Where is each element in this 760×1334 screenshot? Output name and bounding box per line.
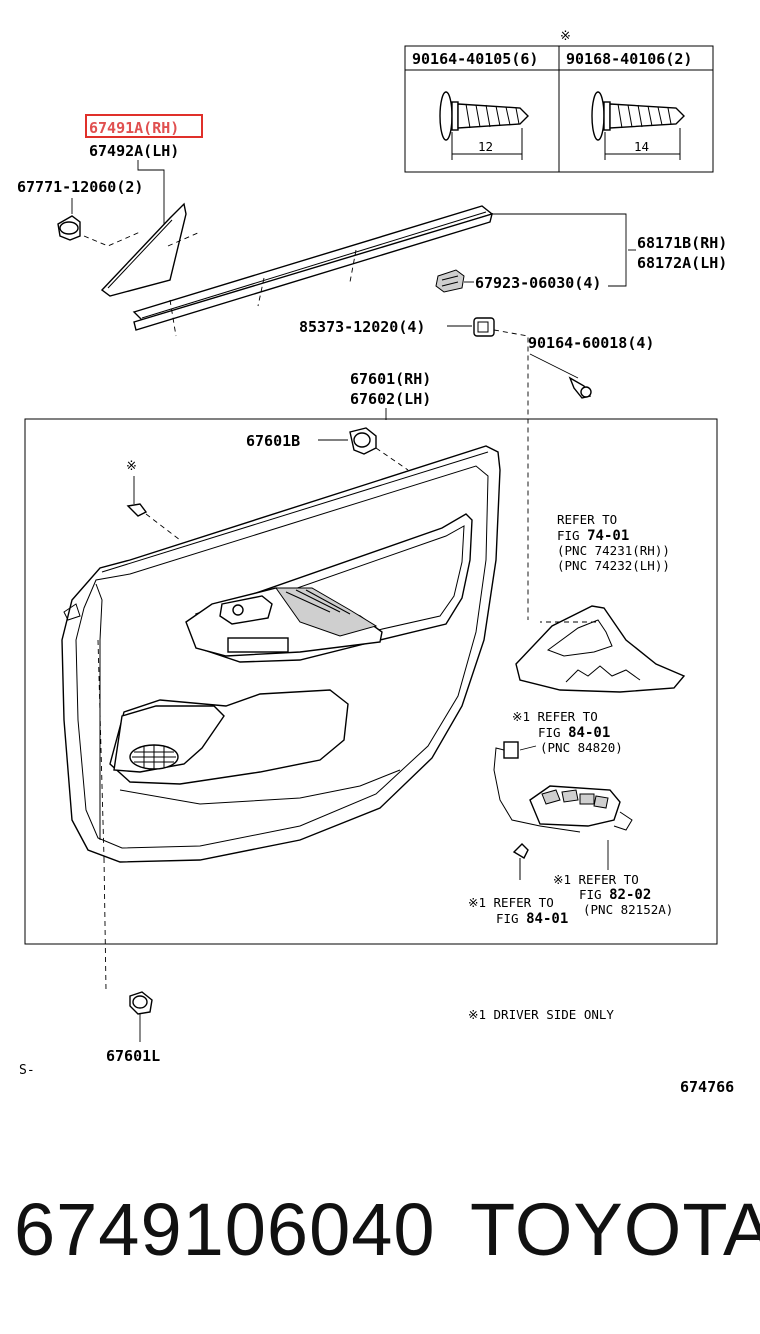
weatherstrip-callout: 68171B(RH) 68172A(LH) xyxy=(492,213,727,287)
door-trim-panel xyxy=(61,445,501,863)
trim-board-rh-label: 67601(RH) xyxy=(350,370,431,388)
driver-side-note: ※1 DRIVER SIDE ONLY xyxy=(468,1007,614,1022)
trim-board-lh-label: 67602(LH) xyxy=(350,390,431,408)
speaker-grille-icon xyxy=(129,744,179,770)
screw-table-col1-header: 90164-40105(6) xyxy=(412,50,538,68)
refer-84b-fig-prefix: FIG xyxy=(496,911,526,926)
moulding-rh-label: 67491A(RH) xyxy=(89,119,179,137)
weatherstrip-part-icon xyxy=(132,205,494,331)
refer-84a-fig-prefix: FIG xyxy=(538,725,568,740)
section-mark: S- xyxy=(19,1063,35,1078)
note-mark-screw: ※ xyxy=(126,459,137,474)
refer-74-line1: REFER TO xyxy=(557,512,617,527)
footer-brand: TOYOTA xyxy=(470,1188,760,1271)
moulding-part-icon xyxy=(100,202,187,297)
nut-icon xyxy=(473,317,495,337)
refer-82-pnc: (PNC 82152A) xyxy=(583,902,673,917)
screw1-length: 12 xyxy=(478,139,493,154)
refer-84b-fig: 84-01 xyxy=(526,911,568,927)
screw-small-icon xyxy=(568,376,592,399)
screw-90168-40106-icon xyxy=(591,91,685,141)
moulding-callout: 67491A(RH) 67492A(LH) 67771-12060(2) xyxy=(17,114,203,230)
clip-b-icon xyxy=(349,427,377,455)
refer-84a-line1: ※1 REFER TO xyxy=(512,709,598,724)
note-mark-top: ※ xyxy=(560,29,571,44)
trim-board-frame xyxy=(24,418,718,945)
refer-84b-line2: FIG 84-01 xyxy=(496,911,568,927)
highlight-box xyxy=(85,114,203,138)
clip-upper-label: 67771-12060(2) xyxy=(17,178,143,196)
weatherstrip-lh-label: 68172A(LH) xyxy=(637,254,727,272)
refer-84b-line1: ※1 REFER TO xyxy=(468,895,554,910)
screw-table-col2-header: 90168-40106(2) xyxy=(566,50,692,68)
retainer-label: 67923-06030(4) xyxy=(475,274,601,292)
refer-84a-line2: FIG 84-01 xyxy=(538,725,610,741)
door-screw-icon xyxy=(126,503,148,517)
refer-82-line2: FIG 82-02 xyxy=(579,887,651,903)
refer-74-fig: 74-01 xyxy=(587,528,629,544)
switch-screw-icon xyxy=(512,843,529,880)
parts-diagram: ※ 90164-40105(6) 90168-40106(2) 12 14 xyxy=(17,29,734,1096)
clip-l-label: 67601L xyxy=(106,1047,160,1065)
refer-74-pnc1: (PNC 74231(RH)) xyxy=(557,543,670,558)
screw-small-label: 90164-60018(4) xyxy=(528,334,654,352)
nut-label: 85373-12020(4) xyxy=(299,318,425,336)
connector-icon xyxy=(493,741,541,827)
refer-82-fig-prefix: FIG xyxy=(579,887,609,902)
refer-84a-fig: 84-01 xyxy=(568,725,610,741)
refer-74-fig-prefix: FIG xyxy=(557,528,587,543)
clip-b-label: 67601B xyxy=(246,432,300,450)
refer-82-line1: ※1 REFER TO xyxy=(553,872,639,887)
footer: 6749106040 TOYOTA xyxy=(0,1185,760,1275)
footer-part-number: 6749106040 xyxy=(14,1188,436,1271)
refer-84a-pnc: (PNC 84820) xyxy=(540,740,623,755)
refer-74-line2: FIG 74-01 xyxy=(557,528,629,544)
refer-74-pnc2: (PNC 74232(LH)) xyxy=(557,558,670,573)
refer-82-fig: 82-02 xyxy=(609,887,651,903)
screw-90164-40105-icon xyxy=(439,91,529,141)
switch-bezel-icon xyxy=(515,605,686,693)
weatherstrip-rh-label: 68171B(RH) xyxy=(637,234,727,252)
screw-table: ※ 90164-40105(6) 90168-40106(2) 12 14 xyxy=(404,29,714,173)
retainer-icon xyxy=(435,269,465,293)
clip-upper-icon xyxy=(57,215,81,241)
moulding-lh-label: 67492A(LH) xyxy=(89,142,179,160)
clip-l-icon xyxy=(129,991,153,1015)
power-window-switch-icon xyxy=(529,785,633,831)
diagram-code: 674766 xyxy=(680,1078,734,1096)
screw2-length: 14 xyxy=(634,139,649,154)
